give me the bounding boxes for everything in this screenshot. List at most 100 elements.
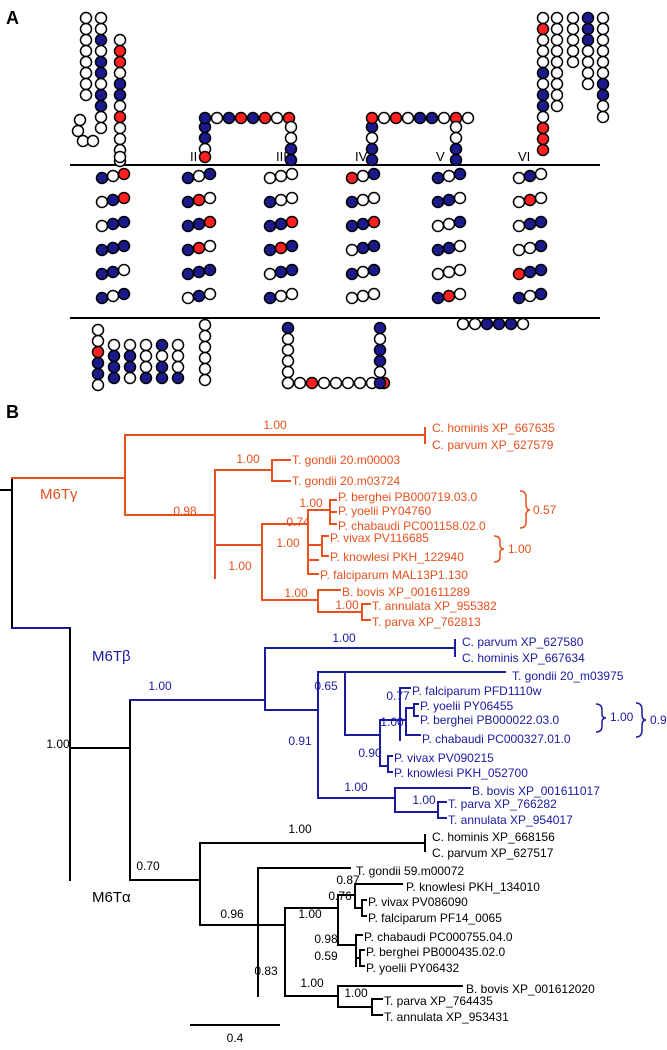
c-terminal-residue xyxy=(596,88,610,102)
c-terminal-residue xyxy=(536,44,550,58)
n-terminal-residue xyxy=(79,88,93,102)
cytoplasmic-loop-residue xyxy=(171,338,185,352)
extracellular-loop-residue xyxy=(113,110,127,124)
extracellular-loop-residue xyxy=(461,111,475,125)
tm1-residue xyxy=(95,195,109,209)
tm1-residue xyxy=(95,267,109,281)
support-value: 1.00 xyxy=(508,542,532,556)
tm5-residue xyxy=(431,219,445,233)
tm3-residue xyxy=(263,219,277,233)
tm2-residue xyxy=(192,193,206,207)
bracket xyxy=(635,702,647,738)
c-terminal-residue xyxy=(536,55,550,69)
tm6-residue xyxy=(534,239,548,253)
c-terminal-residue xyxy=(550,88,564,102)
support-value: 1.00 xyxy=(299,496,323,510)
tm2-residue xyxy=(203,215,217,229)
cytoplasmic-loop-residue xyxy=(107,338,121,352)
c-terminal-residue xyxy=(536,132,550,146)
taxon-label: P. yoelii PY06432 xyxy=(366,961,460,975)
tm6-residue xyxy=(523,169,537,183)
cytoplasmic-loop-residue xyxy=(480,317,494,331)
c-terminal-residue xyxy=(536,66,550,80)
tm5-residue xyxy=(431,171,445,185)
cytoplasmic-loop-residue xyxy=(155,360,169,374)
n-terminal-residue xyxy=(86,134,100,148)
taxon-label: T. annulata XP_954017 xyxy=(448,813,573,827)
tm3-residue xyxy=(285,167,299,181)
taxon-label: C. parvum XP_627579 xyxy=(432,438,554,452)
tm5-residue xyxy=(453,191,467,205)
clade-name-gamma: M6Tγ xyxy=(40,486,78,503)
cytoplasmic-loop-residue xyxy=(281,354,295,368)
extracellular-loop-residue xyxy=(449,120,463,134)
tm3-residue xyxy=(274,193,288,207)
helix-label-6: VI xyxy=(518,149,530,164)
cytoplasmic-loop-residue xyxy=(198,329,212,343)
extracellular-loop-residue xyxy=(449,153,463,167)
tm5-residue xyxy=(442,241,456,255)
n-terminal-residue xyxy=(71,124,85,138)
tm4-residue xyxy=(367,167,381,181)
tm2-residue xyxy=(181,243,195,257)
c-terminal-residue xyxy=(596,77,610,91)
support-value: 0.99 xyxy=(650,713,667,727)
tm6-residue xyxy=(534,191,548,205)
tm2-residue xyxy=(203,287,217,301)
clade-name-beta: M6Tβ xyxy=(92,648,131,665)
tm1-residue xyxy=(106,217,120,231)
c-terminal-residue xyxy=(596,33,610,47)
tm1-residue xyxy=(106,241,120,255)
tm1-residue xyxy=(95,243,109,257)
tm6-residue xyxy=(512,171,526,185)
cytoplasmic-loop-residue xyxy=(281,321,295,335)
cytoplasmic-loop-residue xyxy=(155,349,169,363)
tm4-residue xyxy=(356,241,370,255)
tm6-residue xyxy=(534,287,548,301)
taxon-label: P. berghei PB000022.03.0 xyxy=(420,713,560,727)
support-value: 1.00 xyxy=(412,793,436,807)
support-value: 1.00 xyxy=(263,418,287,432)
tm4-residue xyxy=(356,193,370,207)
c-terminal-residue xyxy=(596,66,610,80)
cytoplasmic-loop-residue xyxy=(91,378,105,392)
cytoplasmic-loop-residue xyxy=(468,317,482,331)
n-terminal-residue xyxy=(79,11,93,25)
tm2-residue xyxy=(192,265,206,279)
extracellular-loop-residue xyxy=(449,131,463,145)
extracellular-loop-residue xyxy=(413,111,427,125)
taxon-label: T. gondii 20_m03975 xyxy=(512,669,624,683)
n-terminal-residue xyxy=(94,55,108,69)
cytoplasmic-loop-residue xyxy=(516,317,530,331)
cytoplasmic-loop-residue xyxy=(91,356,105,370)
tm4-residue xyxy=(356,169,370,183)
cytoplasmic-loop-residue xyxy=(123,338,137,352)
cytoplasmic-loop-residue xyxy=(305,376,319,390)
cytoplasmic-loop-residue xyxy=(139,371,153,385)
c-terminal-residue xyxy=(581,77,595,91)
extracellular-loop-residue xyxy=(377,111,391,125)
support-value: 1.00 xyxy=(298,907,322,921)
helix-label-3: III xyxy=(276,149,287,164)
c-terminal-residue xyxy=(550,99,564,113)
support-value: 1.00 xyxy=(332,631,356,645)
support-value: 0.98 xyxy=(173,504,197,518)
taxon-label: P. chabaudi PC000755.04.0 xyxy=(364,930,513,944)
n-terminal-residue xyxy=(79,22,93,36)
c-terminal-residue xyxy=(596,99,610,113)
taxon-label: C. hominis XP_667635 xyxy=(432,421,555,435)
support-value: 0.87 xyxy=(336,873,360,887)
tm4-residue xyxy=(345,243,359,257)
taxon-label: T. gondii 20.m03724 xyxy=(292,474,400,488)
extracellular-loop-residue xyxy=(113,33,127,47)
tm6-residue xyxy=(512,219,526,233)
extracellular-loop-residue xyxy=(113,150,127,164)
extracellular-loop-residue xyxy=(449,142,463,156)
tm3-residue xyxy=(274,169,288,183)
c-terminal-residue xyxy=(536,110,550,124)
taxon-label: C. parvum XP_627580 xyxy=(462,635,584,649)
tm5-residue xyxy=(453,287,467,301)
c-terminal-residue xyxy=(596,11,610,25)
tm6-residue xyxy=(512,195,526,209)
bracket xyxy=(519,490,531,529)
